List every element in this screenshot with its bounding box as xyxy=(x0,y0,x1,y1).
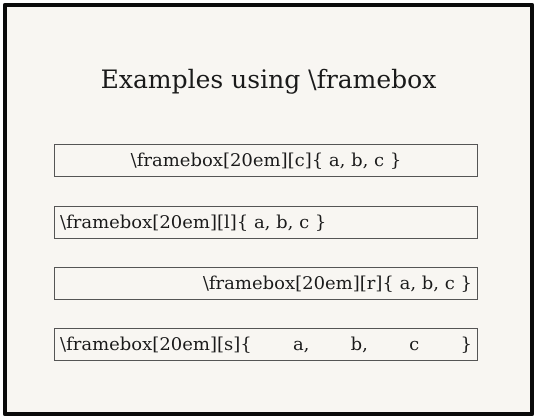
framebox-center-text: \framebox[20em][c]{ a, b, c } xyxy=(130,150,402,171)
framebox-left-example: \framebox[20em][l]{ a, b, c } xyxy=(54,206,478,239)
framebox-spread-item-b: b, xyxy=(350,334,368,355)
framebox-spread-command: \framebox[20em][s]{ xyxy=(60,334,252,355)
framebox-right-example: \framebox[20em][r]{ a, b, c } xyxy=(54,267,478,300)
framebox-spread-item-a: a, xyxy=(292,334,310,355)
framebox-right-text: \framebox[20em][r]{ a, b, c } xyxy=(202,273,472,294)
slide-title: Examples using \framebox xyxy=(100,65,437,94)
framebox-spread-close-brace: } xyxy=(460,334,472,355)
slide-frame: Examples using \framebox \framebox[20em]… xyxy=(3,3,534,416)
framebox-center-example: \framebox[20em][c]{ a, b, c } xyxy=(54,144,478,177)
framebox-spread-item-c: c xyxy=(409,334,420,355)
framebox-spread-example: \framebox[20em][s]{ a, b, c } xyxy=(54,328,478,361)
framebox-left-text: \framebox[20em][l]{ a, b, c } xyxy=(60,212,327,233)
